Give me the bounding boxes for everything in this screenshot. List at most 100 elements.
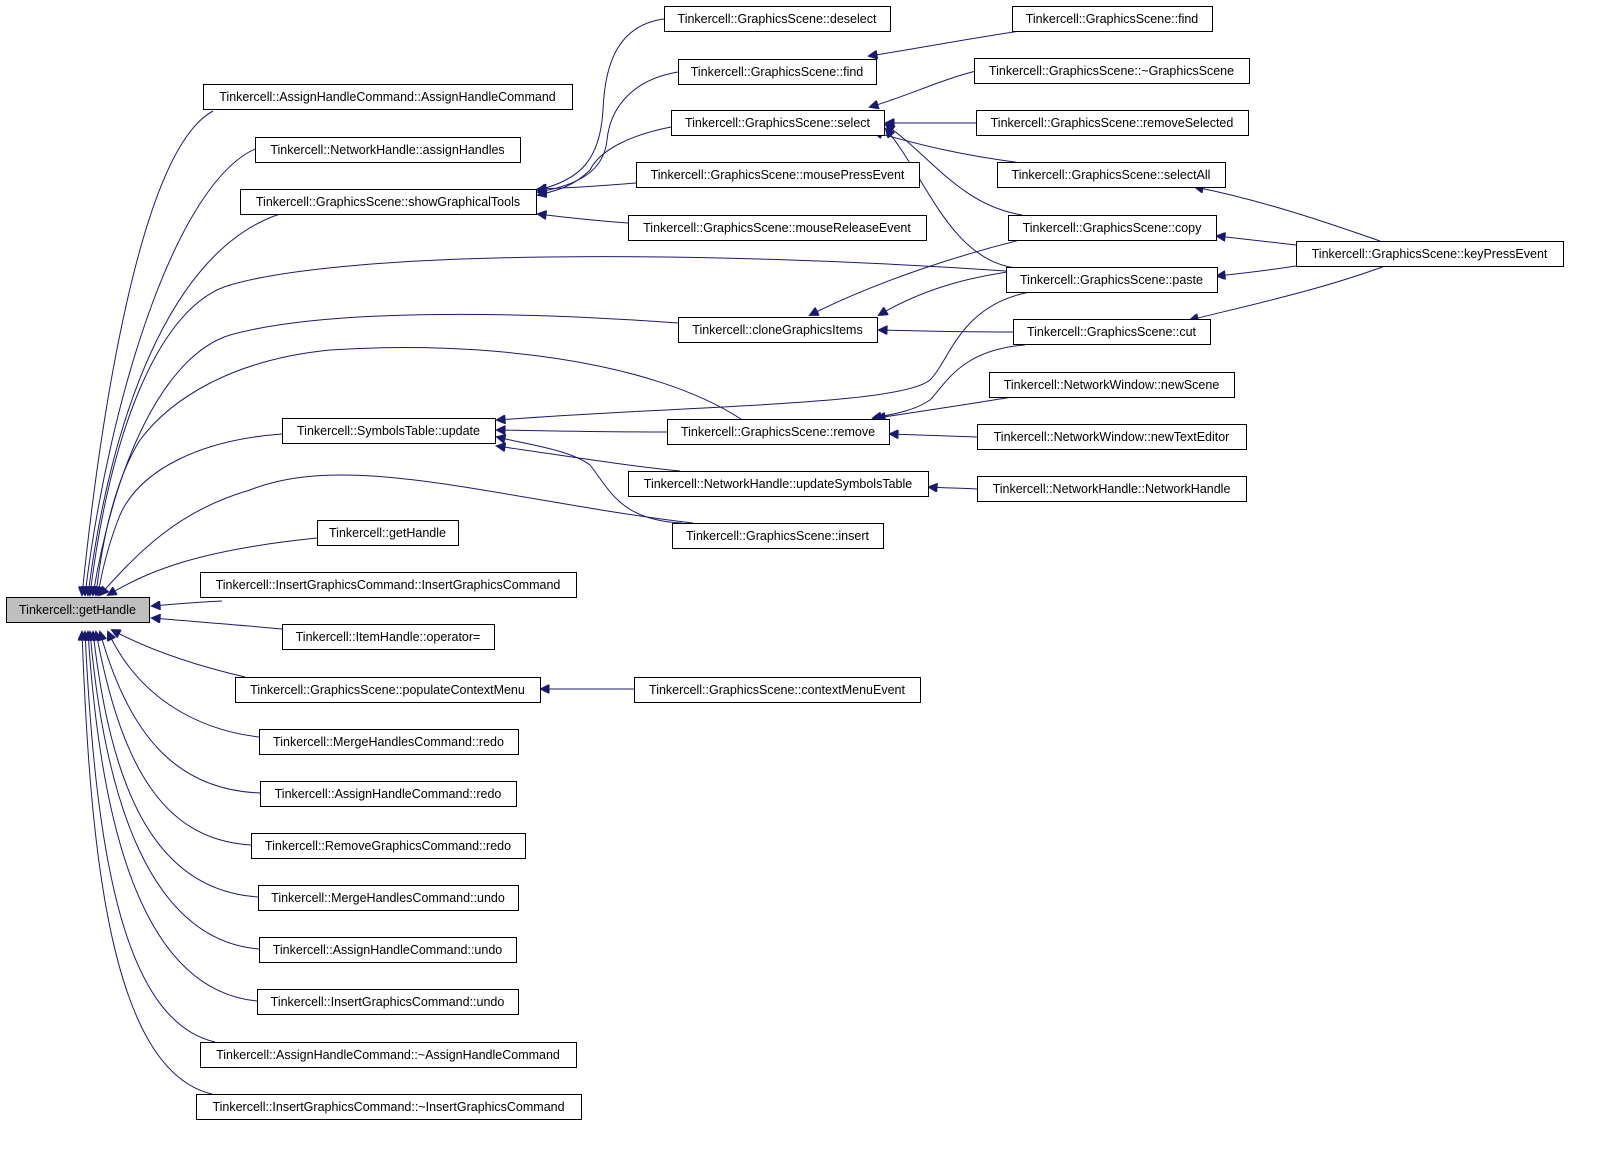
- node-networkHandleCtor[interactable]: Tinkercell::NetworkHandle::NetworkHandle: [977, 476, 1247, 502]
- node-assignUndo[interactable]: Tinkercell::AssignHandleCommand::undo: [259, 937, 517, 963]
- node-label: Tinkercell::GraphicsScene::paste: [1020, 273, 1203, 287]
- node-dtorScene[interactable]: Tinkercell::GraphicsScene::~GraphicsScen…: [974, 58, 1250, 84]
- edge-keyPress-to-paste: [1217, 265, 1297, 276]
- node-assignHandleCmdCtor[interactable]: Tinkercell::AssignHandleCommand::AssignH…: [203, 84, 573, 110]
- node-label: Tinkercell::RemoveGraphicsCommand::redo: [265, 839, 511, 853]
- node-showGraphicalTools[interactable]: Tinkercell::GraphicsScene::showGraphical…: [240, 189, 537, 215]
- node-label: Tinkercell::InsertGraphicsCommand::~Inse…: [212, 1100, 564, 1114]
- edge-select-to-showGraphicalTools: [538, 126, 672, 195]
- node-box: [196, 1094, 582, 1120]
- node-box: [974, 58, 1250, 84]
- node-label: Tinkercell::GraphicsScene::remove: [681, 425, 875, 439]
- node-box: [1296, 241, 1564, 267]
- node-label: Tinkercell::GraphicsScene::mousePressEve…: [651, 168, 905, 182]
- node-mergeRedo[interactable]: Tinkercell::MergeHandlesCommand::redo: [259, 729, 519, 755]
- edges-layer: [82, 18, 1386, 1095]
- edge-symbolsUpdate-to-getHandle: [98, 433, 283, 595]
- node-label: Tinkercell::AssignHandleCommand::AssignH…: [219, 90, 556, 104]
- edge-cut-to-remove: [873, 344, 1026, 418]
- node-label: Tinkercell::GraphicsScene::find: [1026, 12, 1199, 26]
- edge-keyPress-to-copy: [1217, 236, 1297, 246]
- node-box: [259, 729, 519, 755]
- node-box: [628, 471, 929, 497]
- node-populateCtx[interactable]: Tinkercell::GraphicsScene::populateConte…: [235, 677, 541, 703]
- node-paste[interactable]: Tinkercell::GraphicsScene::paste: [1006, 267, 1218, 293]
- node-box: [678, 59, 877, 85]
- node-label: Tinkercell::NetworkHandle::NetworkHandle: [993, 482, 1231, 496]
- node-newTextEditor[interactable]: Tinkercell::NetworkWindow::newTextEditor: [977, 424, 1247, 450]
- node-label: Tinkercell::AssignHandleCommand::redo: [275, 787, 502, 801]
- edge-mergeUndo-to-getHandle: [93, 632, 259, 898]
- edge-copy-to-select: [886, 125, 1023, 216]
- node-box: [1012, 6, 1213, 32]
- node-cut[interactable]: Tinkercell::GraphicsScene::cut: [1013, 319, 1211, 345]
- node-removeSelected[interactable]: Tinkercell::GraphicsScene::removeSelecte…: [976, 110, 1249, 136]
- node-box: [282, 418, 496, 444]
- node-label: Tinkercell::GraphicsScene::insert: [686, 529, 869, 543]
- edge-keyPress-to-cut: [1190, 265, 1386, 320]
- node-box: [634, 677, 921, 703]
- edge-newTextEditor-to-remove: [890, 434, 978, 437]
- edge-assignHandleCmdCtor-to-getHandle: [82, 110, 214, 595]
- node-mergeUndo[interactable]: Tinkercell::MergeHandlesCommand::undo: [258, 885, 519, 911]
- node-box: [1006, 267, 1218, 293]
- node-newScene[interactable]: Tinkercell::NetworkWindow::newScene: [989, 372, 1235, 398]
- node-box: [1008, 215, 1217, 241]
- edge-paste-to-symbolsUpdate: [497, 291, 1031, 420]
- node-box: [258, 885, 519, 911]
- node-contextMenuEvent[interactable]: Tinkercell::GraphicsScene::contextMenuEv…: [634, 677, 921, 703]
- node-assignRedo[interactable]: Tinkercell::AssignHandleCommand::redo: [260, 781, 517, 807]
- edge-copy-to-cloneItems: [810, 239, 1021, 315]
- edge-populateCtx-to-getHandle: [112, 630, 246, 678]
- node-getHandle2[interactable]: Tinkercell::getHandle: [317, 520, 459, 546]
- edge-keyPress-to-selectAll: [1195, 187, 1381, 242]
- edge-showGraphicalTools-to-getHandle: [88, 213, 281, 595]
- node-remove[interactable]: Tinkercell::GraphicsScene::remove: [667, 419, 890, 445]
- edge-dtorScene-to-select: [870, 70, 977, 107]
- node-cloneItems[interactable]: Tinkercell::cloneGraphicsItems: [678, 317, 878, 343]
- edge-mergeRedo-to-getHandle: [108, 632, 260, 738]
- edge-insert-to-getHandle: [100, 474, 694, 595]
- node-box: [664, 6, 891, 32]
- edge-deselect-to-showGraphicalTools: [538, 18, 665, 190]
- node-insertDtor[interactable]: Tinkercell::InsertGraphicsCommand::~Inse…: [196, 1094, 582, 1120]
- node-box: [672, 523, 884, 549]
- node-removeRedo[interactable]: Tinkercell::RemoveGraphicsCommand::redo: [251, 833, 526, 859]
- node-deselect[interactable]: Tinkercell::GraphicsScene::deselect: [664, 6, 891, 32]
- node-find2[interactable]: Tinkercell::GraphicsScene::find: [1012, 6, 1213, 32]
- node-select[interactable]: Tinkercell::GraphicsScene::select: [671, 110, 885, 136]
- edge-insertUndo-to-getHandle: [88, 632, 258, 1002]
- node-insert[interactable]: Tinkercell::GraphicsScene::insert: [672, 523, 884, 549]
- node-label: Tinkercell::NetworkWindow::newTextEditor: [994, 430, 1230, 444]
- node-label: Tinkercell::GraphicsScene::showGraphical…: [256, 195, 520, 209]
- node-copy[interactable]: Tinkercell::GraphicsScene::copy: [1008, 215, 1217, 241]
- node-box: [260, 781, 517, 807]
- node-getHandle[interactable]: Tinkercell::getHandle: [6, 597, 150, 623]
- node-mousePress[interactable]: Tinkercell::GraphicsScene::mousePressEve…: [636, 162, 920, 188]
- node-insertGfxCtor[interactable]: Tinkercell::InsertGraphicsCommand::Inser…: [200, 572, 577, 598]
- edge-paste-to-getHandle: [90, 256, 1007, 595]
- node-box: [257, 989, 519, 1015]
- node-box: [200, 1042, 577, 1068]
- node-assignDtor[interactable]: Tinkercell::AssignHandleCommand::~Assign…: [200, 1042, 577, 1068]
- node-assignHandles[interactable]: Tinkercell::NetworkHandle::assignHandles: [255, 137, 521, 163]
- node-mouseRelease[interactable]: Tinkercell::GraphicsScene::mouseReleaseE…: [628, 215, 927, 241]
- node-box: [235, 677, 541, 703]
- node-box: [989, 372, 1235, 398]
- edge-find-to-showGraphicalTools: [538, 71, 679, 192]
- node-itemOpAssign[interactable]: Tinkercell::ItemHandle::operator=: [282, 624, 495, 650]
- node-label: Tinkercell::GraphicsScene::selectAll: [1012, 168, 1211, 182]
- node-label: Tinkercell::InsertGraphicsCommand::undo: [271, 995, 505, 1009]
- node-find[interactable]: Tinkercell::GraphicsScene::find: [678, 59, 877, 85]
- node-keyPress[interactable]: Tinkercell::GraphicsScene::keyPressEvent: [1296, 241, 1564, 267]
- node-label: Tinkercell::NetworkWindow::newScene: [1004, 378, 1220, 392]
- node-selectAll[interactable]: Tinkercell::GraphicsScene::selectAll: [997, 162, 1226, 188]
- edge-selectAll-to-select: [874, 132, 1023, 164]
- edge-assignUndo-to-getHandle: [90, 632, 260, 950]
- node-insertUndo[interactable]: Tinkercell::InsertGraphicsCommand::undo: [257, 989, 519, 1015]
- node-box: [997, 162, 1226, 188]
- node-updateSymbols[interactable]: Tinkercell::NetworkHandle::updateSymbols…: [628, 471, 929, 497]
- node-label: Tinkercell::GraphicsScene::removeSelecte…: [991, 116, 1234, 130]
- node-symbolsUpdate[interactable]: Tinkercell::SymbolsTable::update: [282, 418, 496, 444]
